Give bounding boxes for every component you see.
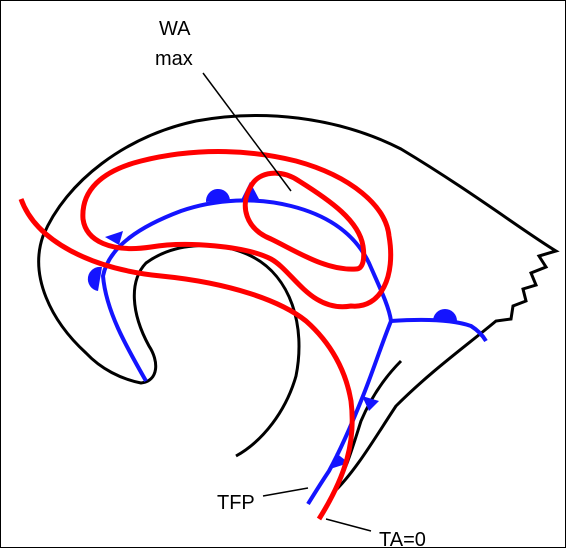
thermal-contour-loop [80,149,394,310]
ta-zero-label: TA=0 [379,529,426,549]
warm-front [390,317,488,343]
cold-front-triangle-2 [330,453,349,469]
cold-front [306,320,393,506]
wa-max-label-line2: max [155,48,193,70]
wa-max-leader-line [202,72,292,192]
warm-front-semicircle-2 [87,266,102,291]
thermal-contour-inner [242,170,367,272]
wa-max-label-line1: WA [159,18,191,40]
warm-front-semicircle-3 [433,309,457,321]
warm-front-semicircle-1 [205,188,230,202]
occlusion-triangle-2 [105,231,123,245]
thermal-contour-outer [18,198,355,521]
tfp-leader-line [262,487,309,497]
cloud-outline [37,114,560,495]
cold-front-triangle-1 [362,396,379,411]
tfp-label: TFP [217,492,255,514]
ta-zero-leader-line [325,518,372,532]
occluded-front [100,198,393,382]
